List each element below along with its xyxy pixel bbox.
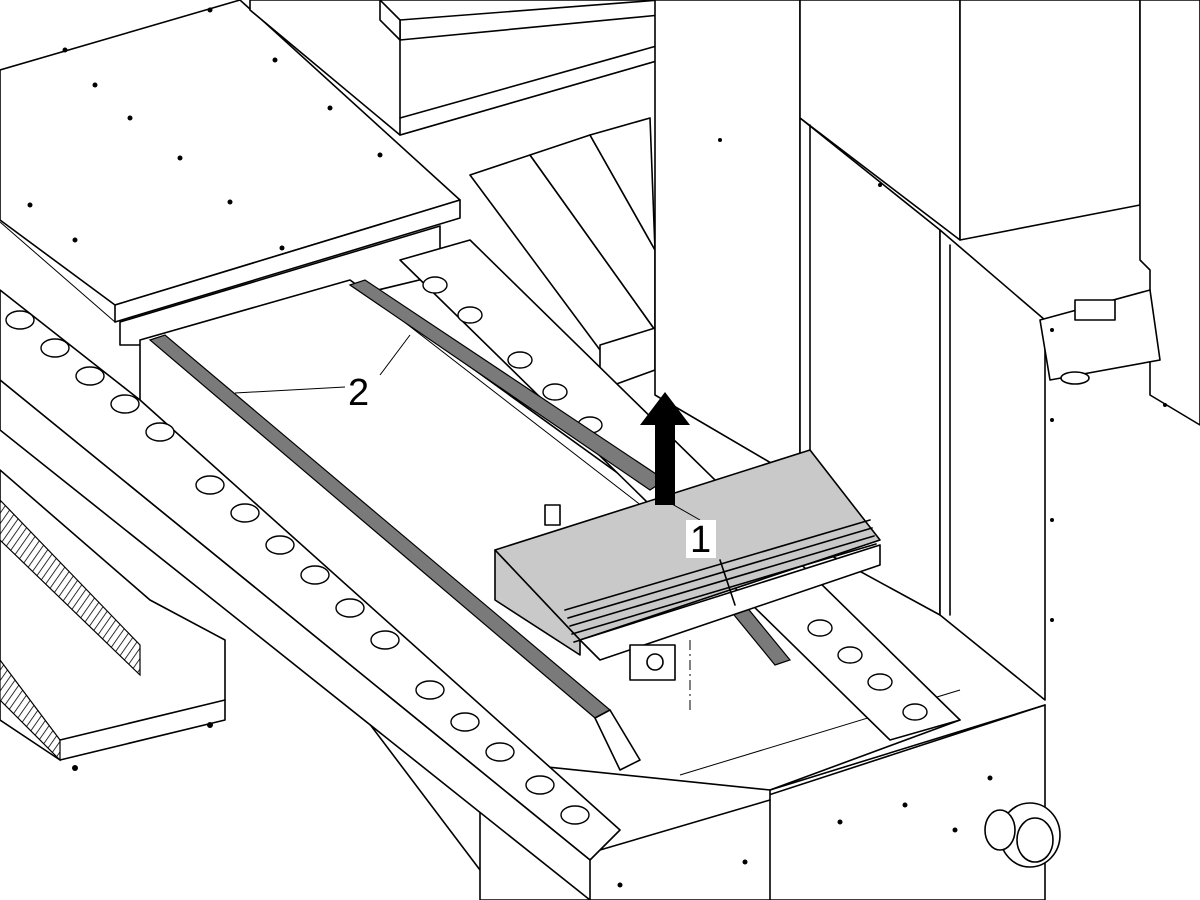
left-step-block — [0, 469, 226, 771]
left-roller-conveyor — [0, 289, 621, 900]
callout-leaders — [234, 334, 701, 521]
callout-1: 1 — [686, 519, 716, 561]
back-cover-plates — [469, 117, 656, 391]
callout-label-1: 1 — [690, 519, 711, 561]
caster-wheel — [984, 802, 1061, 868]
callout-label-2: 2 — [348, 372, 369, 414]
bed-bolts — [617, 775, 993, 888]
callout-2: 2 — [348, 372, 369, 414]
guide-rails — [148, 279, 792, 771]
top-platform — [0, 0, 461, 346]
platform-bolts — [27, 7, 383, 251]
cabinet-bolts — [718, 138, 1167, 622]
conveyor-rollers — [5, 310, 590, 825]
lift-up-arrow-icon — [640, 392, 690, 505]
